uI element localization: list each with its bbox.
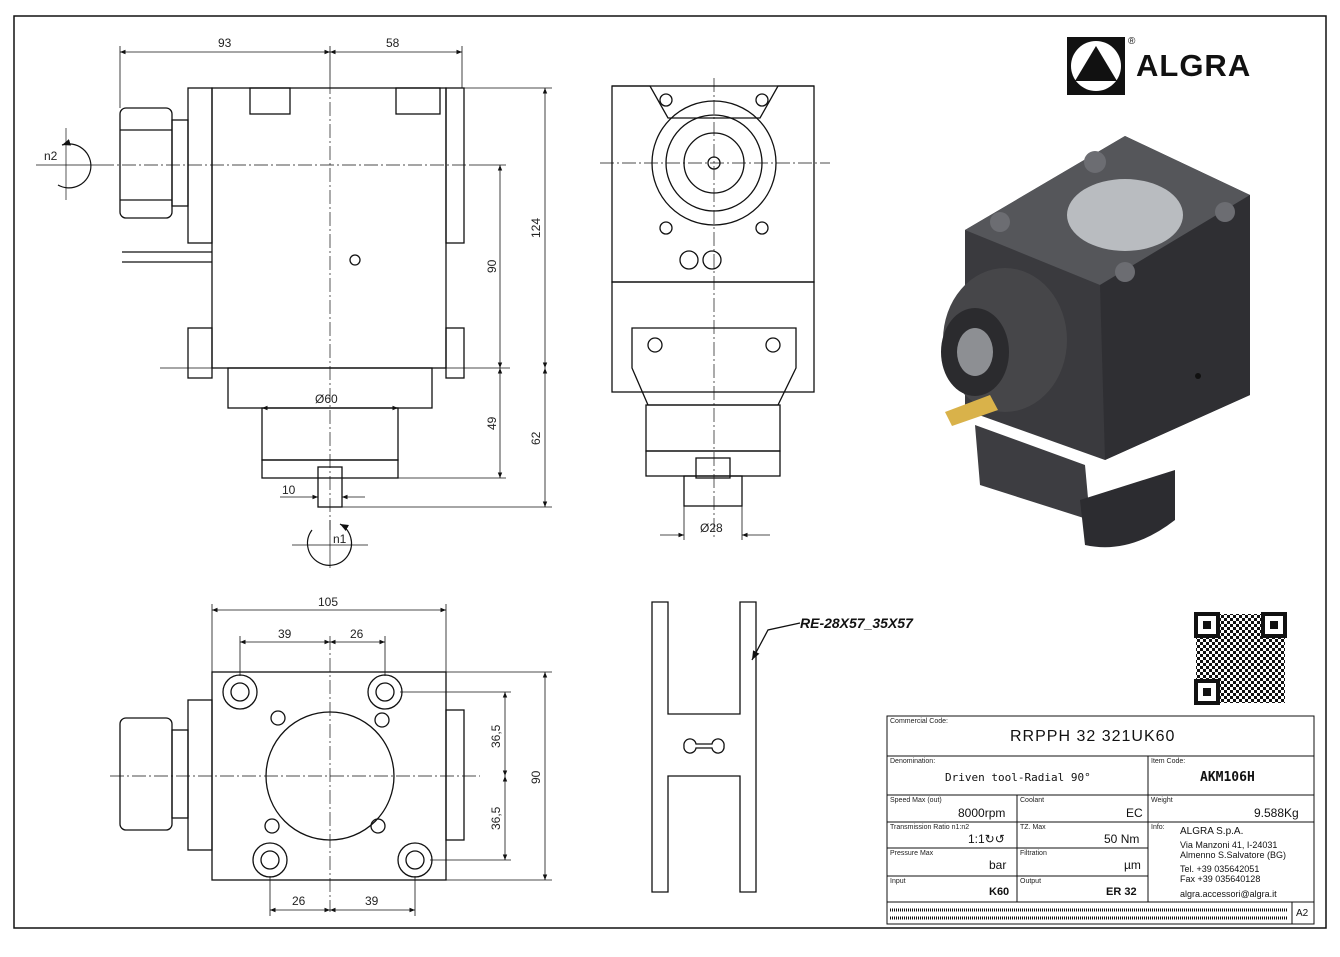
label-n1: n1 — [333, 532, 347, 546]
speed-value: 8000rpm — [958, 806, 1006, 820]
coolant-value: EC — [1126, 806, 1143, 820]
dim-height-total: 124 — [529, 218, 543, 238]
plan-view — [110, 636, 480, 912]
rotation-n1-icon — [292, 520, 368, 568]
coupling-key-profile — [651, 601, 801, 893]
sheet-size: A2 — [1296, 908, 1309, 919]
speed-label: Speed Max (out) — [890, 797, 942, 804]
info-tel: Tel. +39 035642051 — [1180, 864, 1260, 874]
plan-view-dimensions — [211, 604, 552, 916]
qr-code — [1194, 612, 1287, 705]
front-view — [100, 80, 510, 530]
dim-diameter-shaft: Ø28 — [700, 521, 723, 535]
dim-plan-left: 39 — [278, 627, 292, 641]
dim-shaft-offset: 10 — [282, 483, 296, 497]
dim-plan-bottom-right: 39 — [365, 894, 379, 908]
torque-value: 50 Nm — [1104, 832, 1140, 846]
output-label: Output — [1020, 878, 1042, 885]
commercial-code: RRPPH 32 321UK60 — [1010, 728, 1176, 745]
side-view-dimensions — [660, 506, 770, 540]
brand-name: ALGRA — [1136, 48, 1252, 83]
dim-height-bottom: 62 — [529, 431, 543, 445]
info-address1: Via Manzoni 41, I-24031 — [1180, 840, 1278, 850]
pressure-label: Pressure Max — [890, 850, 934, 857]
info-label: Info: — [1151, 824, 1165, 831]
item-code-label: Item Code: — [1151, 758, 1186, 765]
dim-diameter-body: Ø60 — [315, 392, 338, 406]
ratio-label: Transmission Ratio n1:n2 — [890, 824, 970, 831]
info-address2: Almenno S.Salvatore (BG) — [1180, 850, 1287, 860]
torque-label: TZ. Max — [1020, 824, 1046, 831]
weight-label: Weight — [1151, 797, 1173, 804]
registered-mark: ® — [1128, 36, 1136, 47]
denomination: Driven tool-Radial 90° — [945, 771, 1091, 784]
rotation-n2-icon — [36, 128, 100, 200]
dim-top-right: 58 — [386, 36, 400, 50]
dim-plan-half-top: 36,5 — [489, 724, 503, 748]
dim-top-left: 93 — [218, 36, 232, 50]
dim-plan-height: 90 — [529, 770, 543, 784]
info-fax: Fax +39 035640128 — [1180, 874, 1261, 884]
filtration-label: Filtration — [1020, 850, 1047, 857]
dim-plan-right: 26 — [350, 627, 364, 641]
info-email[interactable]: algra.accessori@algra.it — [1180, 889, 1277, 899]
algra-logo-icon — [1067, 37, 1125, 95]
coolant-label: Coolant — [1020, 797, 1045, 804]
label-n2: n2 — [44, 149, 58, 163]
annotation-reference: RE-28X57_35X57 — [800, 615, 914, 631]
weight-value: 9.588Kg — [1254, 806, 1299, 820]
output-value: ER 32 — [1106, 886, 1137, 898]
product-render — [941, 136, 1250, 548]
commercial-code-label: Commercial Code: — [890, 718, 948, 725]
dim-plan-bottom-left: 26 — [292, 894, 306, 908]
pressure-unit: bar — [989, 858, 1007, 872]
title-block-grid — [886, 715, 1315, 925]
filtration-unit: µm — [1124, 858, 1141, 872]
denomination-label: Denomination: — [890, 758, 936, 765]
front-view-dimensions — [119, 46, 552, 508]
item-code: AKM106H — [1200, 770, 1255, 785]
input-value: K60 — [989, 886, 1010, 898]
sheet-frame — [13, 15, 1327, 929]
input-label: Input — [890, 878, 906, 885]
dim-plan-width: 105 — [318, 595, 338, 609]
info-company: ALGRA S.p.A. — [1180, 826, 1244, 837]
dim-height-lower: 49 — [485, 416, 499, 430]
dim-height-body: 90 — [485, 259, 499, 273]
dim-plan-half-bottom: 36,5 — [489, 806, 503, 830]
ratio-value: 1:1↻↺ — [968, 832, 1005, 846]
side-view — [600, 78, 830, 540]
